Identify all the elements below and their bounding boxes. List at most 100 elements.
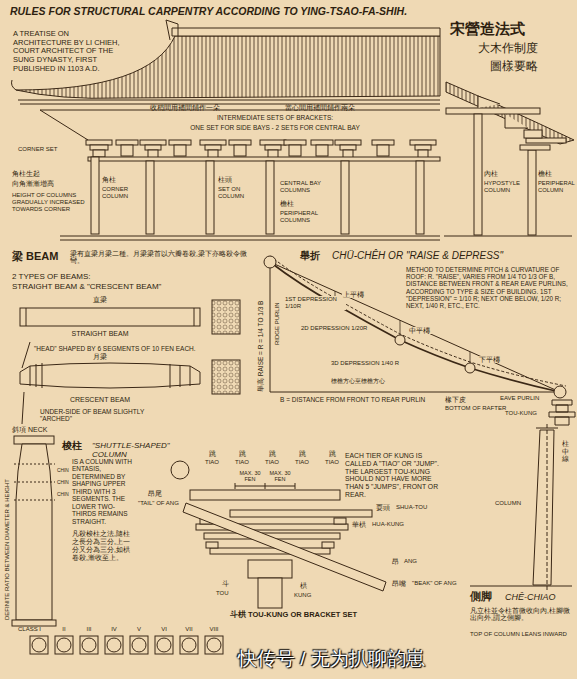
platform [60, 236, 440, 240]
annotation-label: SET ON COLUMN [218, 186, 264, 200]
annotation-label: "BEAK" OF ANG [412, 580, 467, 587]
annotation-label: 凡立柱並令柱首微收向內,柱腳微出向外,謂之側腳。 [470, 607, 570, 622]
annotation-label: INTERMEDIATE SETS OF BRACKETS: [190, 114, 360, 121]
annotation-label: "HEAD" SHAPED BY 6 SEGMENTS OF 10 FEN EA… [34, 345, 234, 352]
annotation-label: TOU-KUNG [505, 410, 550, 417]
annotation-label: VII [179, 626, 199, 633]
bracket-sets [86, 140, 436, 158]
annotation-label: DEFINITE RATIO BETWEEN DIAMETER & HEIGHT [4, 470, 11, 620]
annotation-label: 斗栱 TOU-KUNG OR BRACKET SET [230, 611, 410, 620]
annotation-label: 2D DEPRESSION 1/20R [300, 325, 370, 332]
annotation-label: 舉折 [300, 250, 330, 262]
annotation-label: TIAO [200, 459, 224, 466]
annotation-label: HEIGHT OF COLUMNS GRADUALLY INCREASED TO… [12, 192, 88, 213]
annotation-label: 栱 [300, 582, 310, 590]
annotation-label: CENTRAL BAY COLUMNS [280, 180, 338, 194]
annotation-label: B = DISTANCE FROM FRONT TO REAR PURLIN [280, 396, 440, 403]
annotation-label: STRAIGHT BEAM [50, 330, 150, 338]
ridge-ornament [166, 20, 178, 40]
columns [91, 157, 424, 234]
annotation-label: 宋營造法式 [450, 20, 570, 37]
annotation-label: 角柱 [102, 176, 144, 184]
annotation-label: 檐柱 [538, 170, 574, 178]
section-frame [446, 96, 566, 235]
annotation-label: TIAO [290, 459, 314, 466]
annotation-label: 斗 [222, 580, 232, 588]
annotation-label: EAVE PURLIN [500, 395, 550, 402]
annotation-label: 斜項 NECK [12, 426, 72, 434]
annotation-label: CRESCENT BEAM [50, 396, 150, 404]
straight-beam [20, 300, 240, 334]
annotation-label: 梭柱 [62, 440, 92, 452]
eave-rafters [40, 110, 440, 140]
annotation-label: HYPOSTYLE COLUMN [484, 180, 526, 194]
annotation-label: CHÊ-CHIAO [505, 592, 571, 602]
annotation-label: 內柱 [484, 170, 526, 178]
annotation-label: CHIN [57, 492, 71, 498]
annotation-label: TIAO [230, 459, 254, 466]
annotation-label: 跳 [205, 450, 219, 458]
annotation-label: 柱頭 [218, 176, 264, 184]
annotation-label: 1ST DEPRESSION 1/10R [284, 296, 346, 310]
shuttle-column [12, 436, 56, 626]
section-ground [444, 236, 572, 237]
annotation-label: 當心間用補間鋪作兩朵 [285, 104, 405, 111]
column-classes [30, 636, 223, 654]
annotation-label: 橑檐方心至橑檐方心 [330, 378, 432, 385]
annotation-label: 凡殺梭柱之法,隨柱之長分為三分,上一分又分為三分,如栱卷殺,漸收至上。 [72, 530, 136, 562]
annotation-label: 直梁 [80, 296, 120, 304]
annotation-label: CORNER COLUMN [102, 186, 144, 200]
annotation-label: 柱中線 [562, 440, 569, 463]
annotation-label: 跳 [295, 450, 309, 458]
annotation-label: 舉高 RAISE = R = 1/4 TO 1/3 B [257, 267, 264, 392]
annotation-label: UNDER-SIDE OF BEAM SLIGHTLY "ARCHED" [40, 408, 160, 423]
annotation-label: 下平槫 [478, 356, 510, 363]
annotation-label: TIAO [260, 459, 284, 466]
annotation-label: MAX. 30 FEN [235, 470, 265, 483]
annotation-label: TIAO [320, 459, 344, 466]
annotation-label: PERIPHERAL COLUMN [538, 180, 574, 193]
annotation-label: ANG [404, 558, 428, 565]
annotation-label: 跳 [265, 450, 279, 458]
annotation-label: 側脚 [470, 590, 502, 603]
annotation-label: EACH TIER OF KUNG IS CALLED A "TIAO" OR … [345, 452, 445, 499]
annotation-label: 梁 BEAM [12, 250, 72, 263]
annotation-label: TOP OF COLUMN LEANS INWARD [470, 631, 570, 638]
annotation-label: CHIN [57, 468, 71, 474]
annotation-label: MAX. 30 FEN [265, 470, 295, 483]
annotation-label: 跳 [325, 450, 339, 458]
annotation-label: 昂尾 [148, 490, 170, 497]
annotation-label: 耍頭 [376, 504, 396, 511]
annotation-label: "SHUTTLE-SHAPED" COLUMN [92, 441, 202, 459]
annotation-label: CHÜ-CHÊH OR "RAISE & DEPRESS" [332, 250, 562, 262]
annotation-label: CORNER SET [18, 146, 78, 153]
crescent-beam [20, 342, 240, 424]
raise-depress-diagram [264, 256, 575, 425]
bracket-set [171, 461, 386, 608]
leaning-column [470, 424, 572, 590]
annotation-label: PERIPHERAL COLUMNS [280, 210, 338, 224]
annotation-label: 月梁 [80, 353, 120, 361]
annotation-label: 華栱 [352, 521, 372, 528]
annotation-label: 梁有直梁月梁二種。月梁梁首以六瓣卷殺,梁下亦略殺令微彎。 [70, 250, 255, 265]
annotation-label: 跳 [235, 450, 249, 458]
annotation-label: 昂 [392, 558, 404, 565]
annotation-label: 上平槫 [342, 291, 374, 298]
annotation-label: IV [104, 626, 124, 633]
annotation-label: 檐柱 [280, 200, 320, 208]
annotation-label: II [54, 626, 74, 633]
lintel [88, 157, 440, 161]
annotation-label: VI [154, 626, 174, 633]
annotation-label: METHOD TO DETERMINE PITCH & CURVATURE OF… [405, 266, 572, 309]
annotation-label: 昂嘴 [392, 580, 412, 587]
annotation-label: CLASS I [18, 626, 52, 633]
annotation-label: 2 TYPES OF BEAMS: [12, 272, 152, 281]
annotation-label: 角柱生起 [12, 170, 82, 178]
watermark: 快传号 / 无为扒聊韵崽 [238, 648, 573, 670]
annotation-label: CHIN [57, 480, 71, 486]
annotation-label: IS A COLUMN WITH ENTASIS, DETERMINED BY … [72, 458, 136, 525]
leader [22, 342, 30, 424]
annotation-label: VIII [204, 626, 224, 633]
annotation-label: A TREATISE ON ARCHITECTURE BY LI CHIEH, … [12, 30, 126, 73]
